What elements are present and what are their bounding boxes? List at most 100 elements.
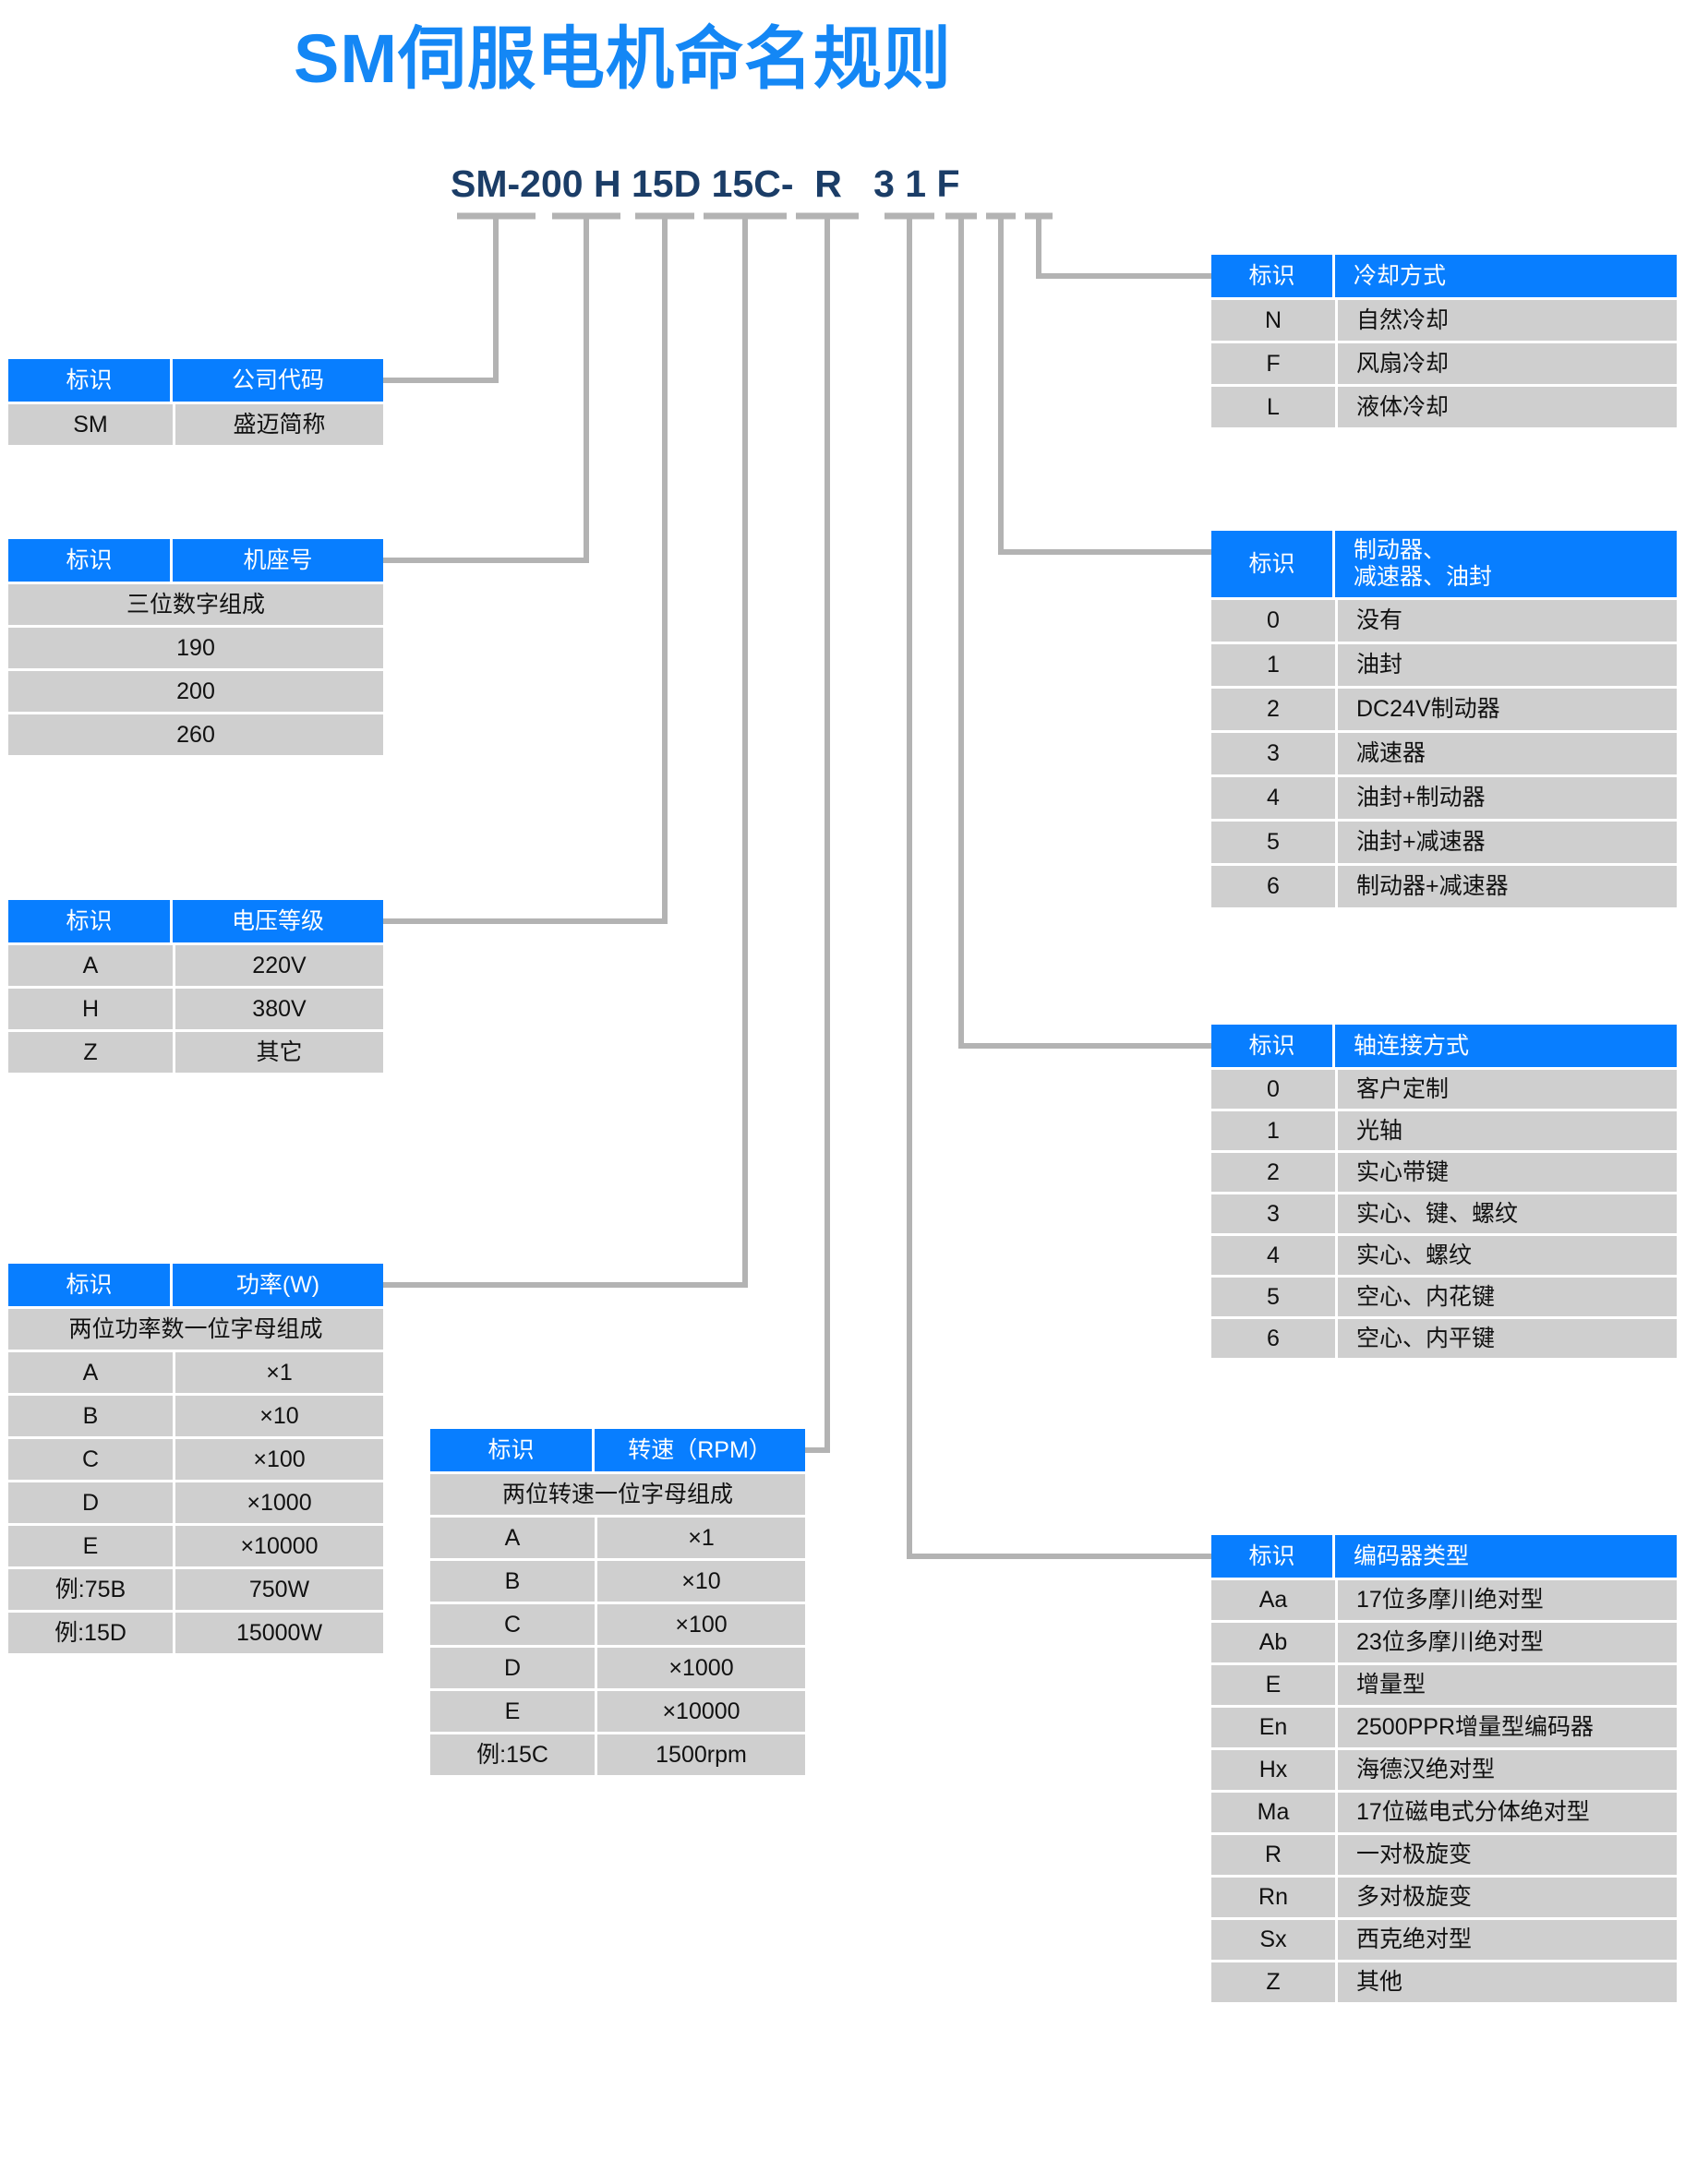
cell-id: L [1211, 387, 1335, 427]
cell-id: Z [1211, 1962, 1335, 2002]
table-row: 260 [8, 714, 383, 755]
cell-id: Sx [1211, 1920, 1335, 1960]
table-row: D ×1000 [8, 1482, 383, 1523]
cell-value: 盛迈简称 [175, 404, 383, 445]
cell-value: 17位磁电式分体绝对型 [1338, 1793, 1677, 1832]
cell-value: 17位多摩川绝对型 [1338, 1580, 1677, 1620]
table-row: 5 油封+减速器 [1211, 822, 1677, 863]
cell-id: B [430, 1561, 595, 1602]
cell-value: 油封 [1338, 644, 1677, 686]
cell-id: D [430, 1648, 595, 1688]
cell-id: 例:15D [8, 1613, 173, 1653]
cell-value: 自然冷却 [1338, 300, 1677, 341]
table-row-example: 例:15D 15000W [8, 1613, 383, 1653]
cell-value: 海德汉绝对型 [1338, 1750, 1677, 1790]
cell-id: A [8, 1352, 173, 1393]
table-note-row: 三位数字组成 [8, 584, 383, 625]
table-row: Aa 17位多摩川绝对型 [1211, 1580, 1677, 1620]
cell-value: ×100 [175, 1439, 383, 1480]
table-row: B ×10 [8, 1396, 383, 1436]
table-row: 1 光轴 [1211, 1111, 1677, 1150]
cell-value: 没有 [1338, 600, 1677, 642]
cell-id: E [1211, 1665, 1335, 1705]
model-code-string: SM-200 H 15D 15C- R 3 1 F [451, 162, 960, 206]
table-row-example: 例:75B 750W [8, 1569, 383, 1610]
cell-id: Hx [1211, 1750, 1335, 1790]
table-row: H 380V [8, 989, 383, 1029]
header-id: 标识 [1211, 1535, 1335, 1578]
cell-value: 23位多摩川绝对型 [1338, 1623, 1677, 1662]
table-row: 190 [8, 628, 383, 668]
code-segment-company: SM-200 [451, 162, 584, 205]
cell-value: 2500PPR增量型编码器 [1338, 1708, 1677, 1747]
header-value: 公司代码 [231, 367, 324, 393]
table-row: C ×100 [430, 1604, 805, 1645]
table-brake-reducer-seal: 标识 制动器、 减速器、油封 0 没有 1 油封 2 DC24V制动器 3 减速… [1211, 531, 1677, 907]
cell-id: N [1211, 300, 1335, 341]
cell-value: 一对极旋变 [1338, 1835, 1677, 1875]
cell-id: 例:15C [430, 1734, 595, 1775]
table-row: Z 其它 [8, 1032, 383, 1073]
cell-value: 减速器 [1338, 733, 1677, 774]
cell-value: 西克绝对型 [1338, 1920, 1677, 1960]
cell-id: Z [8, 1032, 173, 1073]
note-text: 两位功率数一位字母组成 [8, 1309, 383, 1350]
table-company-code: 标识 公司代码 SM 盛迈简称 [8, 359, 383, 445]
table-header: 标识 轴连接方式 [1211, 1025, 1677, 1067]
cell-value: ×10000 [597, 1691, 805, 1732]
cell-id: 例:75B [8, 1569, 173, 1610]
code-segment-encoder: R [814, 162, 842, 205]
table-shaft-connection: 标识 轴连接方式 0 客户定制 1 光轴 2 实心带键 3 实心、键、螺纹 4 … [1211, 1025, 1677, 1358]
cell-value: ×10 [175, 1396, 383, 1436]
table-row: Ab 23位多摩川绝对型 [1211, 1623, 1677, 1662]
table-frame-number: 标识 机座号 三位数字组成 190 200 260 [8, 539, 383, 755]
table-row: Rn 多对极旋变 [1211, 1878, 1677, 1917]
table-row: F 风扇冷却 [1211, 343, 1677, 384]
table-header: 标识 公司代码 [8, 359, 383, 402]
header-value: 轴连接方式 [1354, 1033, 1470, 1059]
cell-id: 1 [1211, 644, 1335, 686]
cell-id: SM [8, 404, 173, 445]
table-header: 标识 冷却方式 [1211, 255, 1677, 297]
cell-value: 客户定制 [1338, 1070, 1677, 1109]
cell-value: 220V [175, 945, 383, 986]
table-header: 标识 机座号 [8, 539, 383, 582]
cell-value: 实心、螺纹 [1338, 1236, 1677, 1275]
cell-value: 其它 [175, 1032, 383, 1073]
table-header: 标识 功率(W) [8, 1264, 383, 1306]
cell-id: 3 [1211, 1194, 1335, 1233]
table-row: 6 制动器+减速器 [1211, 866, 1677, 907]
cell-value: ×1000 [597, 1648, 805, 1688]
table-row: L 液体冷却 [1211, 387, 1677, 427]
table-note-row: 两位功率数一位字母组成 [8, 1309, 383, 1350]
cell-value: 200 [8, 671, 383, 712]
note-text: 两位转速一位字母组成 [430, 1474, 805, 1515]
cell-value: 油封+制动器 [1338, 777, 1677, 819]
cell-value: ×1 [175, 1352, 383, 1393]
table-row: Ma 17位磁电式分体绝对型 [1211, 1793, 1677, 1832]
cell-value: 制动器+减速器 [1338, 866, 1677, 907]
cell-id: 6 [1211, 866, 1335, 907]
cell-value: ×1 [597, 1518, 805, 1558]
header-id: 标识 [8, 539, 173, 582]
header-value: 编码器类型 [1354, 1543, 1470, 1569]
header-value-line2: 减速器、油封 [1354, 564, 1493, 590]
table-row: 4 实心、螺纹 [1211, 1236, 1677, 1275]
cell-value: ×10000 [175, 1526, 383, 1566]
note-text: 三位数字组成 [8, 584, 383, 625]
header-id: 标识 [8, 359, 173, 402]
header-id: 标识 [1211, 255, 1335, 297]
table-row: D ×1000 [430, 1648, 805, 1688]
page-title: SM伺服电机命名规则 [294, 20, 952, 97]
table-row: N 自然冷却 [1211, 300, 1677, 341]
cell-id: Aa [1211, 1580, 1335, 1620]
header-value: 电压等级 [231, 908, 324, 934]
table-row: A ×1 [430, 1518, 805, 1558]
cell-id: Ma [1211, 1793, 1335, 1832]
header-id: 标识 [1211, 1025, 1335, 1067]
cell-value: 光轴 [1338, 1111, 1677, 1150]
table-header: 标识 转速（RPM） [430, 1429, 805, 1471]
header-value: 转速（RPM） [628, 1437, 772, 1463]
code-segment-brake: 3 [873, 162, 895, 205]
code-segment-rpm: 15C- [711, 162, 794, 205]
